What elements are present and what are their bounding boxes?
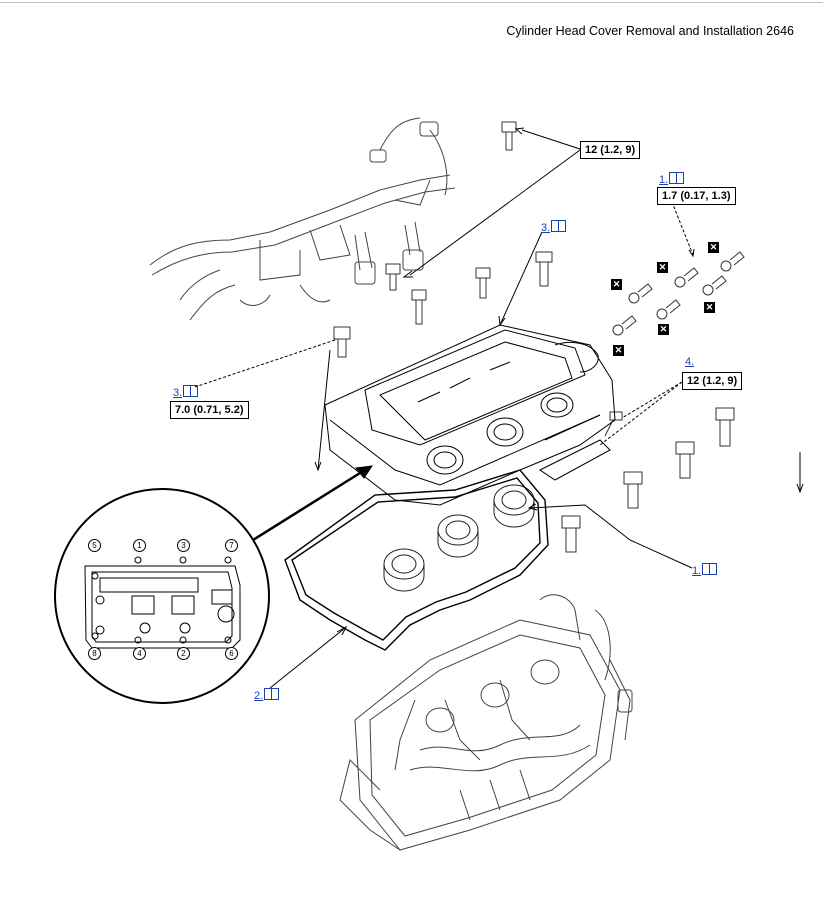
page-title: Cylinder Head Cover Removal and Installa… [506,24,794,38]
step-1-link[interactable]: 1. [692,565,702,577]
leader-lines [194,127,804,689]
torque-tube-bolt: 1.7 (0.17, 1.3) [657,187,736,205]
step-1-link[interactable]: 1. [659,174,669,186]
x-mark-icon: ✕ [613,345,624,356]
step-3-link[interactable]: 3. [541,222,551,234]
torque-cover-bolt: 7.0 (0.71, 5.2) [170,401,249,419]
book-icon[interactable] [264,688,280,700]
inset-number-top-3: 3 [177,539,190,552]
inset-number-top-2: 1 [133,539,146,552]
callout-step-4: 4. [685,356,694,368]
inset-number-bottom-2: 4 [133,647,146,660]
inset-number-top-4: 7 [225,539,238,552]
wire-harness [149,117,456,321]
callout-step-3-bolt: 3. [173,385,199,399]
torque-bracket-bolt: 12 (1.2, 9) [682,372,743,390]
tube-seals [383,484,535,592]
x-mark-icon: ✕ [708,242,719,253]
step-4-link[interactable]: 4. [685,356,695,368]
callout-step-2: 2. [254,688,280,702]
book-icon[interactable] [669,172,685,184]
x-mark-icon: ✕ [611,279,622,290]
book-icon[interactable] [702,563,718,575]
step-2-link[interactable]: 2. [254,690,264,702]
callout-step-1-bottom: 1. [692,563,718,577]
cover-gasket [284,469,549,651]
x-mark-icon: ✕ [657,262,668,273]
tube-bolts [612,251,745,336]
engine-cylinder-head [339,594,633,851]
bolts [333,121,735,553]
callout-step-3-cover: 3. [541,220,567,234]
inset-number-top-1: 5 [88,539,101,552]
inset-number-bottom-3: 2 [177,647,190,660]
torque-harness-bolt: 12 (1.2, 9) [580,141,641,159]
inset-number-bottom-4: 6 [225,647,238,660]
top-rule [0,2,823,3]
cylinder-head-cover [324,324,616,506]
x-mark-icon: ✕ [704,302,715,313]
inset-number-bottom-1: 8 [88,647,101,660]
step-3-link[interactable]: 3. [173,387,183,399]
book-icon[interactable] [183,385,199,397]
book-icon[interactable] [551,220,567,232]
callout-step-1-top: 1. [659,172,685,186]
inset-detail [54,488,270,704]
x-mark-icon: ✕ [658,324,669,335]
